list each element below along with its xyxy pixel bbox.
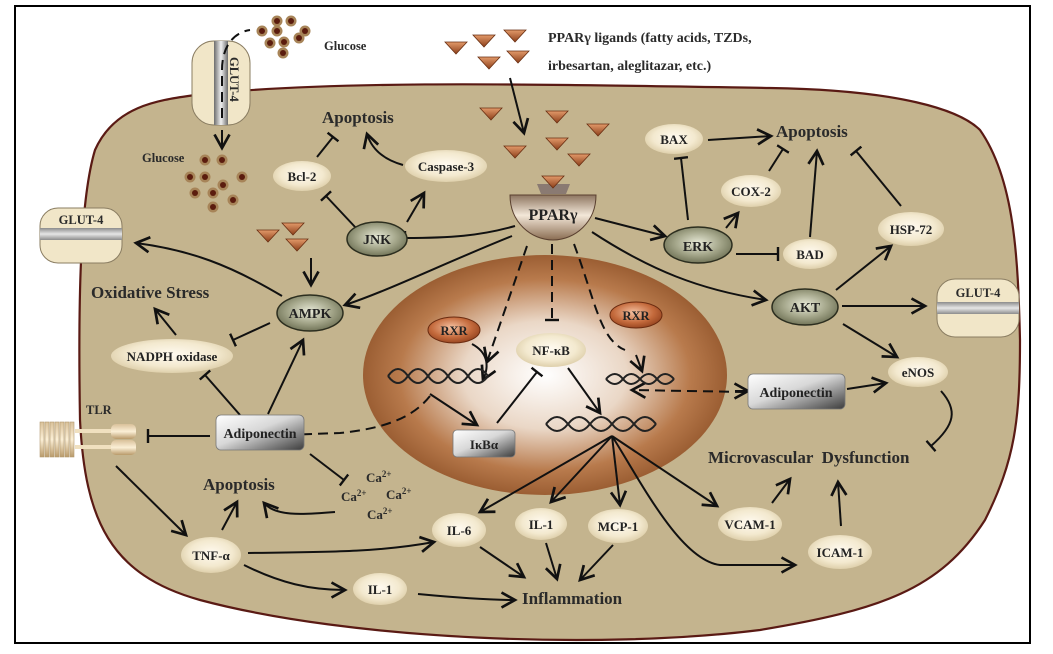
bad-node[interactable]: BAD: [783, 239, 837, 269]
bcl2-node[interactable]: Bcl-2: [273, 161, 331, 191]
mcp1-label: MCP-1: [598, 519, 638, 534]
edges: [115, 77, 953, 609]
tnfa-label: TNF-α: [192, 548, 230, 563]
adiponectin-right-node[interactable]: Adiponectin: [747, 373, 846, 410]
apoptosis-top-left-label: Apoptosis: [322, 108, 394, 127]
akt-node[interactable]: AKT: [771, 288, 839, 326]
ampk-label: AMPK: [289, 307, 332, 322]
il6-label: IL-6: [447, 523, 472, 538]
apoptosis-top-right-label: Apoptosis: [776, 122, 848, 141]
glucose-import-path: [221, 29, 251, 118]
glut4-right-transporter: GLUT-4: [936, 278, 1020, 338]
apoptosis-bottom-label: Apoptosis: [203, 475, 275, 494]
inflammation-label: Inflammation: [522, 589, 623, 608]
il1-upper-node[interactable]: IL-1: [515, 508, 567, 540]
adiponectin-left-node[interactable]: Adiponectin: [215, 414, 305, 451]
cox2-node[interactable]: COX-2: [721, 175, 781, 207]
tnfa-node[interactable]: TNF-α: [181, 537, 241, 573]
ikba-label: IκBα: [470, 437, 499, 452]
oxidative-stress-label: Oxidative Stress: [91, 283, 210, 302]
il1-lower-label: IL-1: [368, 582, 393, 597]
dna-center: [545, 416, 657, 432]
bad-label: BAD: [796, 247, 823, 262]
ligands-label-1: PPARγ ligands (fatty acids, TZDs,: [548, 31, 752, 46]
dna-left: [387, 368, 489, 384]
icam1-node[interactable]: ICAM-1: [808, 535, 872, 569]
hsp72-label: HSP-72: [890, 222, 933, 237]
ampk-node[interactable]: AMPK: [276, 294, 344, 332]
rxr-right-node[interactable]: RXR: [609, 301, 663, 329]
figure-frame: [14, 5, 1031, 644]
svg-text:Ca2+: Ca2+: [366, 469, 392, 485]
rxr-left-node[interactable]: RXR: [427, 316, 481, 344]
ikba-node[interactable]: IκBα: [452, 429, 516, 458]
bax-label: BAX: [660, 132, 688, 147]
cox2-label: COX-2: [731, 184, 771, 199]
bcl2-label: Bcl-2: [288, 169, 317, 184]
dna-right: [605, 373, 675, 385]
il1-upper-label: IL-1: [529, 517, 554, 532]
jnk-label: JNK: [363, 233, 391, 248]
bax-node[interactable]: BAX: [645, 124, 703, 154]
nfkb-node[interactable]: NF-κB: [516, 333, 586, 367]
adiponectin-right-label: Adiponectin: [759, 386, 832, 401]
glut4-top-label: GLUT-4: [227, 57, 241, 102]
glut4-right-label: GLUT-4: [956, 286, 1001, 300]
glut4-left-transporter: GLUT-4: [39, 207, 123, 264]
tlr-label: TLR: [86, 403, 113, 417]
enos-label: eNOS: [902, 365, 935, 380]
glucose-outside-label: Glucose: [324, 39, 367, 53]
ligands-outside: [444, 29, 530, 70]
nadph-oxidase-node[interactable]: NADPH oxidase: [111, 339, 233, 373]
svg-text:Ca2+: Ca2+: [367, 506, 393, 522]
erk-node[interactable]: ERK: [663, 226, 733, 264]
glut4-left-label: GLUT-4: [59, 213, 104, 227]
nucleus: [363, 255, 727, 495]
il6-node[interactable]: IL-6: [432, 513, 486, 547]
ppar-gamma-node[interactable]: PPARγ: [509, 175, 597, 241]
rxr-right-label: RXR: [622, 309, 650, 323]
adiponectin-left-label: Adiponectin: [223, 427, 296, 442]
icam1-label: ICAM-1: [817, 545, 864, 560]
glucose-inside-label: Glucose: [142, 151, 185, 165]
nfkb-label: NF-κB: [532, 343, 570, 358]
caspase3-node[interactable]: Caspase-3: [405, 150, 487, 182]
jnk-node[interactable]: JNK: [346, 221, 408, 257]
svg-text:Ca2+: Ca2+: [341, 488, 367, 504]
microvascular-dysfunction-label: Microvascular Dysfunction: [708, 448, 910, 467]
hsp72-node[interactable]: HSP-72: [878, 212, 944, 246]
il1-lower-node[interactable]: IL-1: [353, 573, 407, 605]
glucose-outside: [256, 15, 311, 59]
ppar-label: PPARγ: [529, 207, 578, 224]
akt-label: AKT: [790, 301, 821, 316]
nadph-label: NADPH oxidase: [127, 349, 218, 364]
calcium-ions: Ca2+ Ca2+ Ca2+ Ca2+: [341, 469, 412, 522]
erk-label: ERK: [683, 240, 713, 255]
mcp1-node[interactable]: MCP-1: [588, 509, 648, 543]
tlr-receptor: [39, 421, 136, 458]
caspase3-label: Caspase-3: [418, 159, 475, 174]
enos-node[interactable]: eNOS: [888, 357, 948, 387]
vcam1-node[interactable]: VCAM-1: [718, 507, 782, 541]
rxr-left-label: RXR: [440, 324, 468, 338]
ligands-label-2: irbesartan, aleglitazar, etc.): [548, 59, 711, 74]
svg-text:Ca2+: Ca2+: [386, 486, 412, 502]
vcam1-label: VCAM-1: [724, 517, 775, 532]
